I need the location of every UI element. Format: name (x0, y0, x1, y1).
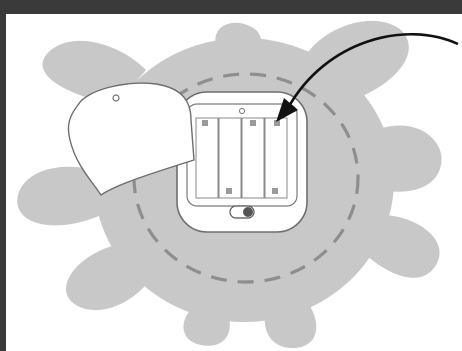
screw-hole-icon (239, 108, 245, 114)
splat-lobe (264, 300, 317, 349)
battery-contacts (202, 120, 280, 194)
illustration-canvas (6, 14, 462, 351)
batteries (195, 117, 288, 199)
splat-lobe (361, 215, 440, 278)
battery (264, 117, 288, 199)
battery (241, 117, 265, 199)
splat-lobe (65, 245, 156, 311)
cover-hole-icon (112, 94, 120, 102)
device (176, 91, 308, 233)
toggle-switch-icon (229, 205, 255, 219)
splat-lobe (306, 20, 409, 100)
splat-lobe (215, 22, 262, 60)
splat-lobe (17, 166, 107, 226)
pointer-arrow-icon (276, 32, 459, 122)
splat-lobe (183, 305, 230, 346)
battery (195, 117, 219, 199)
battery-install-diagram (17, 20, 459, 349)
battery-cover (67, 82, 195, 196)
splat-lobe (376, 125, 442, 192)
battery (218, 117, 242, 199)
